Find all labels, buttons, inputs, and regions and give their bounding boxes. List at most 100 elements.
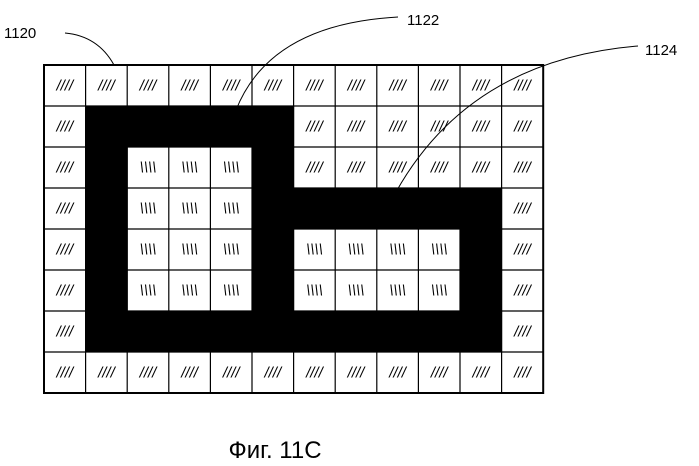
leader-line-1120 (65, 33, 114, 65)
forward-hatch-cell: //// (513, 201, 533, 218)
forward-hatch-cell: //// (513, 78, 533, 95)
forward-hatch-cell: //// (347, 160, 367, 177)
forward-hatch-cell: //// (388, 78, 408, 95)
backward-hatch-cell: \\\\ (223, 160, 240, 177)
forward-hatch-cell: //// (97, 78, 117, 95)
filled-cell (85, 188, 128, 230)
forward-hatch-cell: //// (388, 365, 408, 382)
backward-hatch-cell: \\\\ (181, 160, 198, 177)
pixel-grid: //// //// //// //// //// //// //// //// //// ////… (44, 65, 543, 393)
forward-hatch-cell: //// (347, 365, 367, 382)
forward-hatch-cell: //// (180, 365, 200, 382)
filled-cell (293, 311, 336, 353)
filled-cell (168, 311, 211, 353)
filled-cell (460, 188, 503, 230)
filled-cell (335, 311, 378, 353)
forward-hatch-cell: //// (513, 365, 533, 382)
forward-hatch-cell: //// (139, 365, 159, 382)
filled-cell (252, 147, 295, 189)
filled-cell (85, 229, 128, 271)
forward-hatch-cell: //// (513, 242, 533, 259)
filled-cell (460, 270, 503, 312)
filled-cell (252, 270, 295, 312)
forward-hatch-cell: //// (55, 78, 75, 95)
backward-hatch-cell: \\\\ (223, 242, 240, 259)
backward-hatch-cell: \\\\ (223, 283, 240, 300)
filled-cell (293, 188, 336, 230)
forward-hatch-cell: //// (471, 78, 491, 95)
backward-hatch-cell: \\\\ (140, 283, 157, 300)
ref-label-1122: 1122 (407, 12, 439, 29)
forward-hatch-cell: //// (222, 365, 242, 382)
forward-hatch-cell: //// (513, 119, 533, 136)
backward-hatch-cell: \\\\ (389, 283, 406, 300)
forward-hatch-cell: //// (430, 365, 450, 382)
filled-cell (252, 229, 295, 271)
forward-hatch-cell: //// (305, 160, 325, 177)
forward-hatch-cell: //// (263, 365, 283, 382)
filled-cell (335, 188, 378, 230)
forward-hatch-cell: //// (430, 160, 450, 177)
filled-cell (252, 311, 295, 353)
backward-hatch-cell: \\\\ (306, 242, 323, 259)
filled-cell (376, 188, 419, 230)
filled-cell (127, 106, 170, 148)
figure-caption: Фиг. 11С (228, 437, 321, 464)
forward-hatch-cell: //// (388, 119, 408, 136)
filled-cell (460, 311, 503, 353)
filled-cell (252, 106, 295, 148)
forward-hatch-cell: //// (97, 365, 117, 382)
forward-hatch-cell: //// (55, 242, 75, 259)
forward-hatch-cell: //// (388, 160, 408, 177)
forward-hatch-cell: //// (55, 119, 75, 136)
forward-hatch-cell: //// (471, 119, 491, 136)
filled-cell (460, 229, 503, 271)
backward-hatch-cell: \\\\ (306, 283, 323, 300)
forward-hatch-cell: //// (347, 119, 367, 136)
backward-hatch-cell: \\\\ (140, 201, 157, 218)
backward-hatch-cell: \\\\ (223, 201, 240, 218)
forward-hatch-cell: //// (305, 78, 325, 95)
forward-hatch-cell: //// (430, 78, 450, 95)
forward-hatch-cell: //// (222, 78, 242, 95)
forward-hatch-cell: //// (471, 160, 491, 177)
forward-hatch-cell: //// (263, 78, 283, 95)
backward-hatch-cell: \\\\ (181, 283, 198, 300)
filled-cell (418, 188, 461, 230)
filled-cell (210, 311, 253, 353)
backward-hatch-cell: \\\\ (389, 242, 406, 259)
backward-hatch-cell: \\\\ (431, 283, 448, 300)
forward-hatch-cell: //// (55, 324, 75, 341)
forward-hatch-cell: //// (513, 283, 533, 300)
filled-cell (418, 311, 461, 353)
backward-hatch-cell: \\\\ (181, 242, 198, 259)
backward-hatch-cell: \\\\ (181, 201, 198, 218)
forward-hatch-cell: //// (55, 365, 75, 382)
backward-hatch-cell: \\\\ (348, 283, 365, 300)
backward-hatch-cell: \\\\ (431, 242, 448, 259)
forward-hatch-cell: //// (471, 365, 491, 382)
ref-label-1124: 1124 (645, 42, 677, 59)
forward-hatch-cell: //// (347, 78, 367, 95)
forward-hatch-cell: //// (180, 78, 200, 95)
forward-hatch-cell: //// (513, 160, 533, 177)
forward-hatch-cell: //// (305, 119, 325, 136)
filled-cell (168, 106, 211, 148)
forward-hatch-cell: //// (139, 78, 159, 95)
backward-hatch-cell: \\\\ (140, 242, 157, 259)
forward-hatch-cell: //// (55, 283, 75, 300)
forward-hatch-cell: //// (305, 365, 325, 382)
filled-cell (85, 311, 128, 353)
filled-cell (376, 311, 419, 353)
forward-hatch-cell: //// (55, 160, 75, 177)
filled-cell (252, 188, 295, 230)
filled-cell (210, 106, 253, 148)
filled-cell (85, 106, 128, 148)
ref-label-1120: 1120 (4, 25, 36, 42)
backward-hatch-cell: \\\\ (348, 242, 365, 259)
filled-cell (85, 147, 128, 189)
backward-hatch-cell: \\\\ (140, 160, 157, 177)
forward-hatch-cell: //// (513, 324, 533, 341)
filled-cell (85, 270, 128, 312)
